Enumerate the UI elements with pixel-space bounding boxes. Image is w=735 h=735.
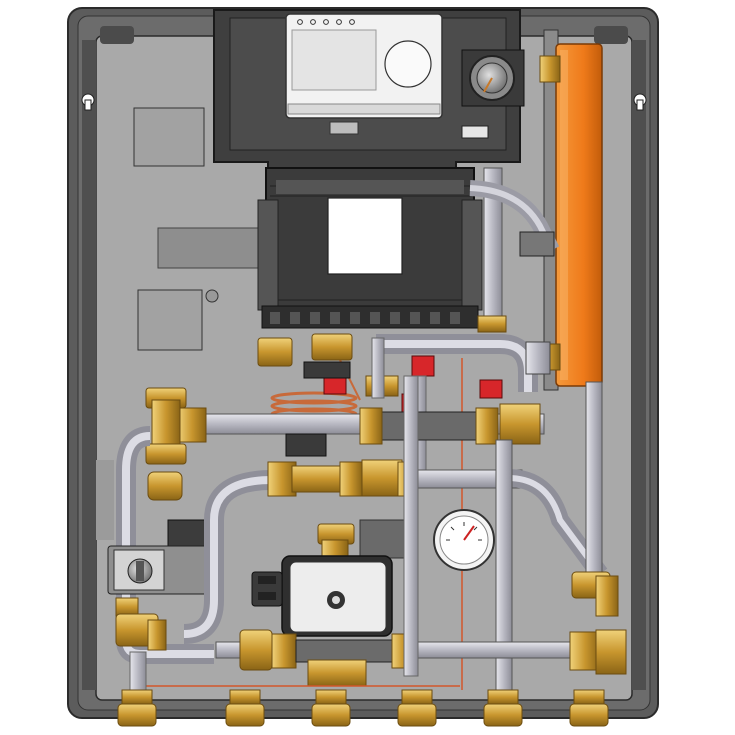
bottom-connections: [117, 689, 609, 727]
connection-port-6: [569, 689, 609, 727]
controller-unit-icon: [285, 13, 443, 135]
pipe-s-bend: [183, 470, 273, 644]
temperature-dial-icon: [461, 49, 525, 139]
dial-gauge-icon: [433, 509, 495, 571]
mounting-slot-right: [633, 93, 647, 111]
connection-port-2: [225, 689, 265, 727]
connection-port-1: [117, 689, 157, 727]
pipe-manifold-middle: [267, 433, 608, 580]
plate-heat-exchanger-icon: [539, 29, 603, 391]
mounting-slot-left: [81, 93, 95, 111]
connection-port-4: [397, 689, 437, 727]
insulated-block: [257, 167, 483, 329]
connection-port-5: [483, 689, 523, 727]
circulator-pump-icon: [251, 523, 393, 637]
connection-port-3: [311, 689, 351, 727]
pipe-right-verticals: [495, 381, 619, 691]
pipe-manifold-lower: [129, 375, 627, 693]
pipe-right-upper: [469, 167, 560, 329]
pipe-upper-horizontal: [376, 315, 551, 392]
pipe-manifold-upper: [163, 403, 545, 445]
